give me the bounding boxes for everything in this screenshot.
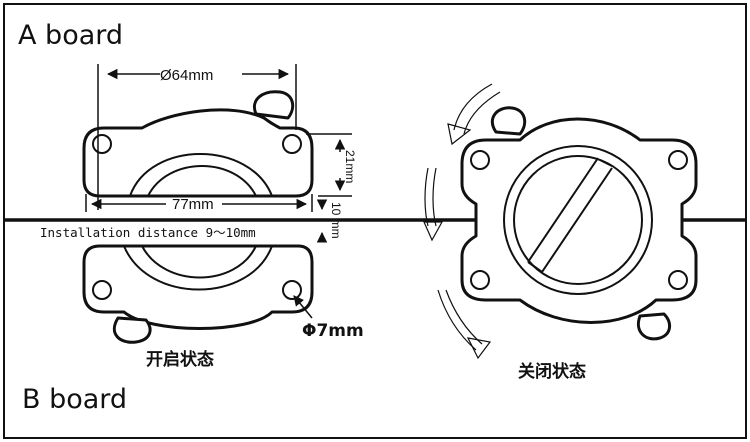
- b-board-label: B board: [22, 384, 127, 415]
- height-label: 21mm: [343, 150, 357, 183]
- bolt-hole: [470, 150, 490, 170]
- open-state-label: 开启状态: [146, 349, 214, 370]
- tab-knob-bottom: [112, 316, 152, 344]
- rotation-arrows: [423, 83, 501, 360]
- closed-flange: [460, 106, 698, 341]
- installation-label: Installation distance 9～10mm: [40, 225, 256, 240]
- open-flange-top: [82, 90, 314, 198]
- closed-state-label: 关闭状态: [518, 361, 586, 382]
- bolt-hole: [92, 280, 112, 300]
- bolt-hole: [282, 134, 302, 154]
- a-board-label: A board: [18, 20, 123, 51]
- tab-knob-top: [490, 106, 527, 136]
- bolt-hole: [668, 270, 688, 290]
- width-label: 77mm: [172, 196, 214, 213]
- tab-knob-top: [253, 90, 295, 120]
- diameter-label: Ø64mm: [160, 67, 213, 84]
- bolt-hole: [470, 270, 490, 290]
- open-flange-bottom: [82, 244, 314, 344]
- bolt-hole: [668, 150, 688, 170]
- hole-label: Φ7mm: [302, 321, 364, 341]
- bolt-hole: [92, 134, 112, 154]
- tab-knob-bottom: [637, 312, 671, 341]
- bolt-hole: [282, 280, 302, 300]
